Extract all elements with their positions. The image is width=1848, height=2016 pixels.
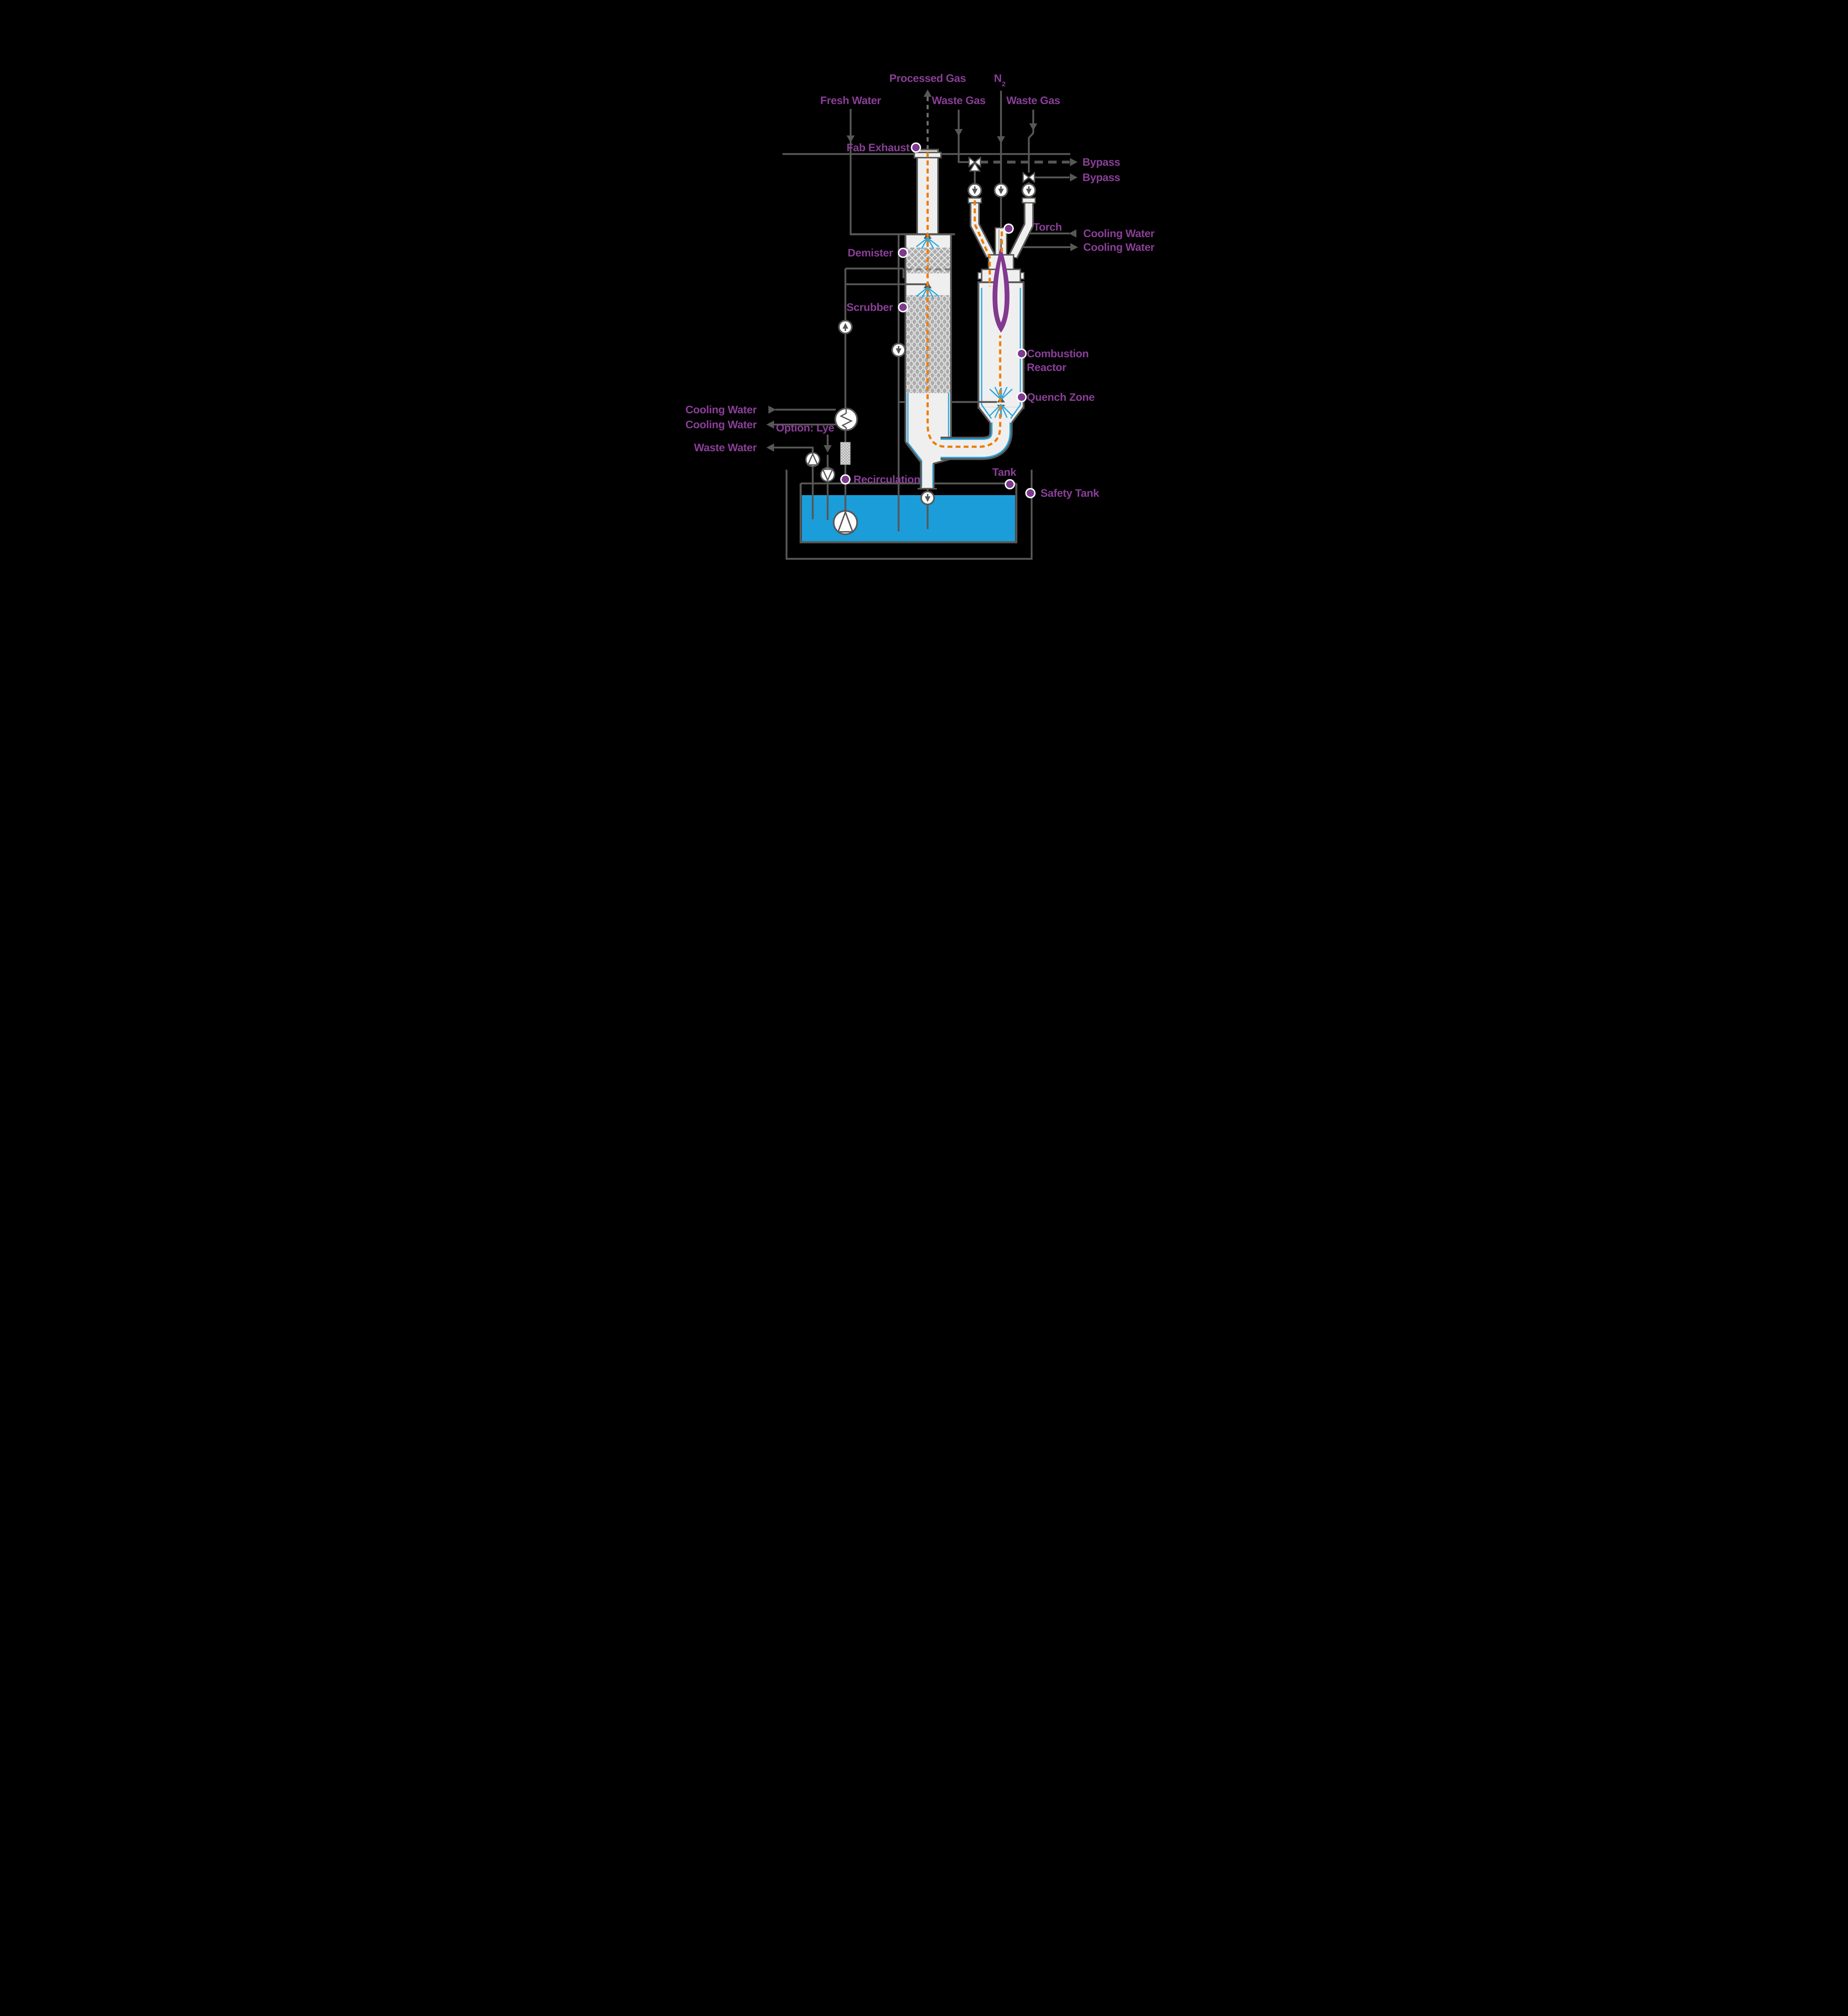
tank-label: Tank [992,466,1017,478]
diagram-canvas: Processed Gas N 2 Fresh Water Waste Gas … [685,72,1155,560]
inlet-gas-flow-dash [974,200,991,286]
check-valve-icon [920,491,935,505]
recirculation-label: Recirculation [853,473,920,485]
n2-arrow-icon [997,136,1005,144]
right-nozzle-flange [1022,197,1036,204]
demister-marker-dot-icon [898,248,908,258]
processed-gas-label: Processed Gas [889,72,966,84]
quench-zone-marker-dot-icon [1016,392,1027,402]
bypass2-arrow-icon [1070,173,1078,181]
fab-exhaust-label: Fab Exhaust [847,142,910,154]
cw-hx-out-arrow-icon [766,421,774,429]
combustion-reactor-marker-dot-icon [1016,348,1027,359]
scrubber-label: Scrubber [847,301,893,313]
inner-tank-walls [799,483,1018,544]
duct-core [939,419,1009,457]
scrubber-marker-dot-icon [898,302,908,312]
safety-tank-marker-dot-icon [1025,488,1036,498]
cooling-water-hx-out-label: Cooling Water [685,419,757,431]
recirculation-marker-dot-icon [840,474,851,485]
gas-flow-path [926,152,1003,448]
cooling-water-hx-in-label: Cooling Water [685,404,757,416]
cw-hx-in-arrow-icon [768,406,776,414]
check-valve-icon [968,183,982,198]
n2-label: N [994,72,1001,84]
pump-lye-icon [820,467,835,482]
heat-exchanger-icon [835,408,858,431]
tank-marker-dot-icon [1005,479,1015,489]
labels: Processed Gas N 2 Fresh Water Waste Gas … [685,72,1155,499]
check-valve-up-icon [838,320,853,334]
marker-dots [840,142,1036,498]
shutoff-valve-1-icon [968,156,981,172]
quench-zone-label: Quench Zone [1027,391,1095,403]
waste-water-arrow-icon [766,444,774,452]
waste-gas-right-label: Waste Gas [1006,94,1060,106]
check-valve-icon [994,183,1008,198]
pump-recirculation-icon [833,510,858,535]
scrubber-funnel-right-edge [932,458,951,489]
cooling-water-torch-out-label: Cooling Water [1083,241,1155,253]
waste-gas-left-pipe [957,110,969,163]
tank-assembly [785,470,1033,560]
bypass2-label: Bypass [1082,171,1120,183]
filter-icon [840,442,851,465]
shutoff-valve-2-icon [1022,171,1035,183]
demister-label: Demister [848,247,893,259]
torch-marker-dot-icon [1003,223,1014,234]
fresh-water-label: Fresh Water [820,94,882,106]
cw-torch-in-arrow-icon [1069,229,1076,237]
waste-gas-left-label: Waste Gas [932,94,985,106]
equipment [805,156,1036,535]
reactor-taper-edges [978,406,1024,423]
waste-water-line [774,446,814,454]
safety-tank-walls [785,470,1033,560]
waste-gas-left-arrow-icon [955,129,963,136]
fab-exhaust-marker-dot-icon [911,142,921,153]
option-lye-label: Option: Lye [776,422,835,434]
scrubber-internals [906,232,950,393]
waste-gas-right-arrow-icon [1029,123,1037,131]
reactor-lining-left [981,288,992,419]
scrubber-packing [906,295,950,393]
lye-arrow-icon [824,445,832,452]
duct-scrubber-junction [922,439,941,458]
recirculation-upper-branch [845,267,905,278]
fresh-water-arrow-icon [847,135,855,143]
combustion-reactor-label-line1: Combustion [1027,348,1088,360]
safety-tank-label: Safety Tank [1041,487,1100,499]
reactor-lining-right [1010,288,1021,419]
check-valve-icon [891,343,906,357]
scrubber-funnel-left-edge [905,441,922,489]
bypass1-label: Bypass [1082,156,1120,168]
cooling-water-torch-in-label: Cooling Water [1083,227,1155,240]
u-bend-duct [918,419,1013,489]
combustion-reactor-label-line2: Reactor [1027,361,1067,373]
cw-torch-out-arrow-icon [1070,243,1078,251]
flame-icon [993,246,1009,333]
bypass1-arrow-icon [1070,158,1078,166]
check-valves [838,183,1036,505]
n2-label-subscript: 2 [1002,80,1005,88]
torch-label: Torch [1033,221,1062,233]
waste-water-label: Waste Water [694,442,757,454]
waste-gas-right-pipe [1028,110,1034,173]
abatement-system-diagram: Processed Gas N 2 Fresh Water Waste Gas … [654,0,1194,637]
processed-gas-arrow-icon [924,90,932,97]
fresh-water-pipe [849,109,955,235]
check-valve-icon [1022,183,1036,198]
flow-arrows [766,90,1078,452]
combustion-reactor-vessel [955,197,1036,423]
pump-waste-water-icon [805,452,820,467]
